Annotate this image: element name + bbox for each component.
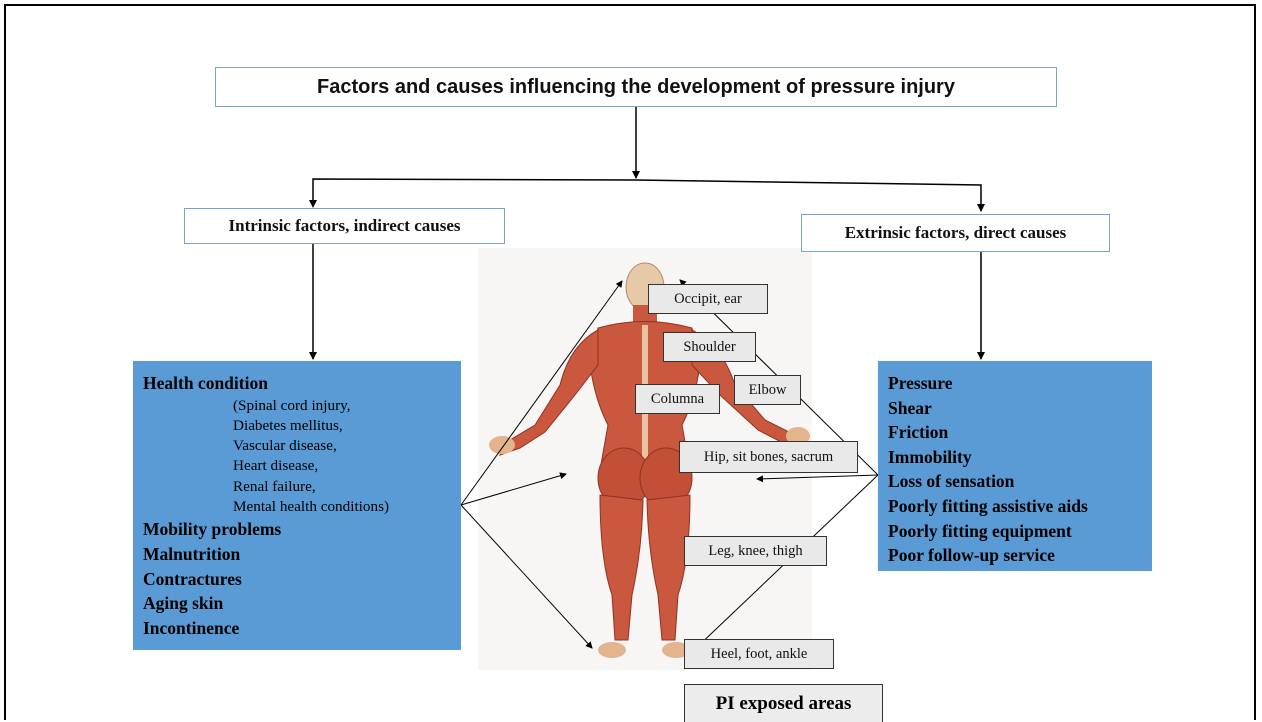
extrinsic-item: Shear bbox=[888, 397, 932, 418]
pi-exposed-areas-label: PI exposed areas bbox=[684, 684, 883, 722]
intrinsic-item: Mobility problems bbox=[143, 519, 282, 540]
label-leg-knee-thigh: Leg, knee, thigh bbox=[684, 536, 827, 566]
extrinsic-panel: Pressure Shear Friction Immobility Loss … bbox=[878, 361, 1152, 571]
extrinsic-item: Friction bbox=[888, 422, 949, 443]
diagram-title: Factors and causes influencing the devel… bbox=[215, 67, 1057, 107]
label-shoulder: Shoulder bbox=[663, 332, 756, 362]
condition-item: (Spinal cord injury, bbox=[233, 396, 351, 414]
extrinsic-item: Pressure bbox=[888, 373, 953, 393]
extrinsic-item: Loss of sensation bbox=[888, 471, 1015, 492]
extrinsic-heading: Extrinsic factors, direct causes bbox=[801, 214, 1110, 252]
branch-left-arrowhead bbox=[309, 200, 317, 208]
intrinsic-item: Aging skin bbox=[143, 593, 224, 614]
extrinsic-item: Poor follow-up service bbox=[888, 545, 1055, 566]
condition-item: Renal failure, bbox=[233, 477, 316, 495]
health-condition-label: Health condition bbox=[143, 373, 268, 393]
label-hip-sit-bones-sacrum: Hip, sit bones, sacrum bbox=[679, 441, 858, 473]
label-occipit-ear: Occipit, ear bbox=[648, 284, 768, 314]
intrinsic-heading: Intrinsic factors, indirect causes bbox=[184, 208, 505, 244]
condition-item: Mental health conditions) bbox=[233, 498, 390, 516]
condition-item: Vascular disease, bbox=[233, 437, 337, 455]
label-elbow: Elbow bbox=[734, 375, 801, 405]
branch-right-arrowhead bbox=[977, 204, 985, 212]
extrinsic-item: Poorly fitting assistive aids bbox=[888, 495, 1088, 516]
intrinsic-item: Malnutrition bbox=[143, 543, 241, 564]
condition-item: Heart disease, bbox=[233, 457, 319, 475]
extrinsic-item: Poorly fitting equipment bbox=[888, 520, 1072, 541]
branch-line bbox=[312, 178, 982, 211]
intrinsic-item: Incontinence bbox=[143, 617, 240, 638]
intrinsic-item: Contractures bbox=[143, 568, 242, 589]
diagram-frame bbox=[4, 4, 1256, 720]
label-heel-foot-ankle: Heel, foot, ankle bbox=[684, 639, 834, 669]
label-columna: Columna bbox=[635, 384, 720, 414]
intrinsic-panel: Health condition (Spinal cord injury, Di… bbox=[133, 361, 461, 650]
condition-item: Diabetes mellitus, bbox=[233, 416, 343, 434]
extrinsic-item: Immobility bbox=[888, 446, 972, 467]
human-body-figure bbox=[478, 248, 812, 670]
